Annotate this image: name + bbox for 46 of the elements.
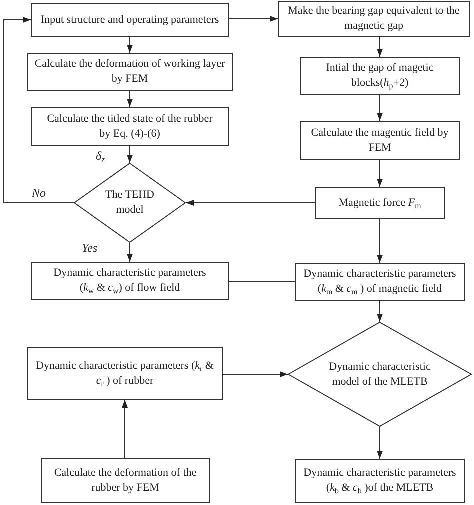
box-text: Dynamic characteristic parameters (k$_{b}$ & c$_{b}$ )of the MLETB [302, 466, 458, 496]
process-box [300, 57, 460, 95]
arrow [127, 36, 133, 54]
box-text: Dynamic characteristic parameters (k$_{m}$ & c$_{m}$ ) of magnetic field [302, 267, 458, 297]
box-text: Make the bearing gap equivalent to the magnetic gap [287, 4, 461, 34]
box-text: Calculate the deformation of the rubber by FEM [53, 466, 198, 496]
arrow [127, 242, 133, 262]
process-box [300, 121, 460, 160]
arrow [4, 17, 74, 204]
arrow [186, 200, 316, 206]
box-text: Dynamic characteristic parameters (k$_{w}$ & c$_{w}$) of flow field [52, 266, 208, 296]
process-box [31, 262, 229, 300]
process-box [27, 53, 233, 91]
diamond-text: Dynamic characteristic model of the MLETB [328, 360, 432, 390]
process-box [315, 187, 445, 219]
arrow [122, 400, 128, 458]
arrow [377, 36, 383, 58]
arrow [377, 218, 383, 264]
process-box [27, 347, 223, 400]
box-text: Calculate the deformation of working layer by FEM [34, 57, 226, 87]
arrow [377, 300, 383, 322]
arrow [377, 426, 383, 460]
process-box [295, 263, 465, 301]
edge-label: Yes [81, 241, 99, 255]
diamond-text: The TEHD model [104, 188, 156, 218]
box-text: Intial the gap of magetic blocks(h$_{p}$+2) [325, 61, 435, 91]
process-box [31, 107, 229, 146]
process-box [41, 458, 210, 503]
arrow [377, 94, 383, 122]
edge-label: No [31, 186, 48, 200]
box-text: Input structure and operating parameters [40, 12, 220, 28]
decision-diamond [288, 322, 472, 427]
box-text: Dynamic characteristic parameters (k$_{r}$ & c$_{r}$ ) of rubber [35, 358, 215, 388]
box-text: Calculate the magentic field by FEM [310, 126, 450, 156]
decision-diamond [74, 163, 186, 243]
edge-label: δ$_{z}$ [95, 149, 106, 163]
arrow [127, 146, 133, 164]
process-box [31, 3, 229, 37]
arrow [127, 90, 133, 108]
box-text: Magnetic force F$_{m}$ [338, 196, 422, 210]
process-box [278, 1, 470, 37]
box-text: Calculate the titled state of the rubber by Eq. (4)-(6) [46, 112, 214, 142]
arrow [222, 372, 288, 378]
process-box [295, 459, 465, 503]
arrow [377, 160, 383, 188]
arrow [228, 16, 278, 22]
